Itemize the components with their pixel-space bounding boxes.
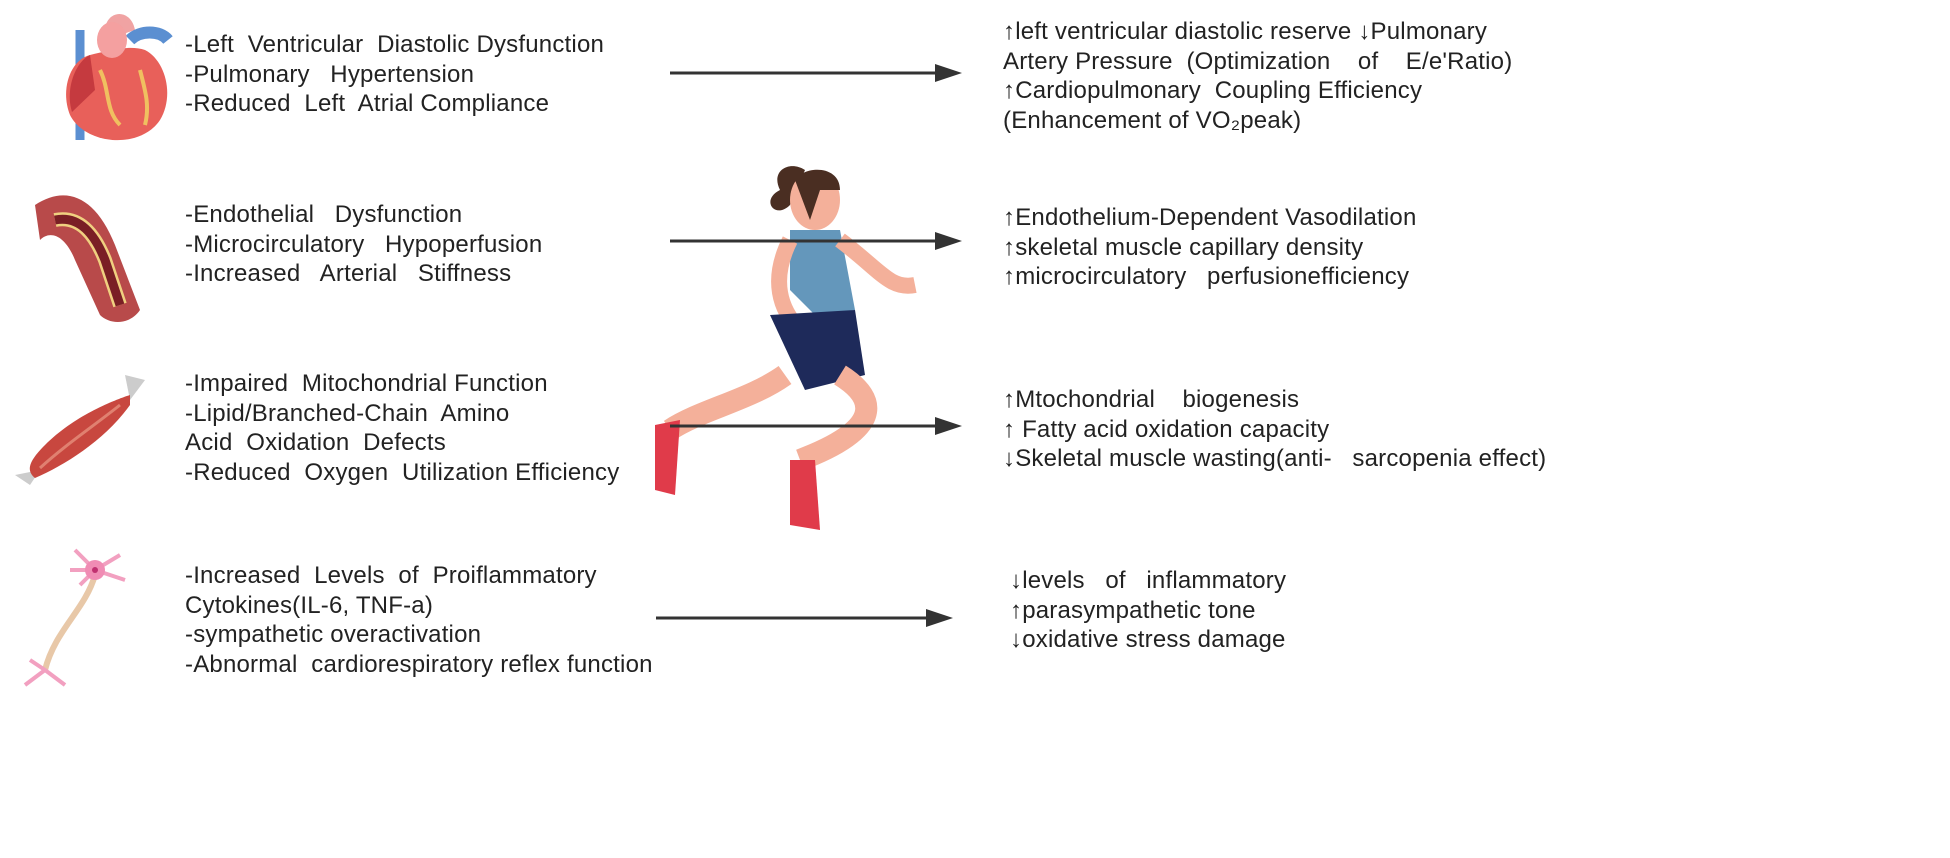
text-line: ↑microcirculatory perfusionefficiency: [1003, 263, 1410, 290]
effects-cardiac: ↑left ventricular diastolic reserve ↓Pul…: [1003, 17, 1512, 135]
effects-muscle: ↑Mtochondrial biogenesis↑ Fatty acid oxi…: [1003, 385, 1546, 474]
text-line: Cytokines(IL-6, TNF-a): [185, 591, 434, 619]
text-line: -Reduced Left Atrial Compliance: [185, 90, 550, 117]
effects-neural: ↓levels of inflammatory↑parasympathetic …: [1010, 566, 1286, 655]
text-line: ↑Cardiopulmonary Coupling Efficiency: [1003, 77, 1423, 104]
text-line: -Microcirculatory Hypoperfusion: [185, 230, 543, 258]
heart-icon: [66, 13, 173, 141]
problems-vascular: -Endothelial Dysfunction-Microcirculator…: [185, 200, 542, 289]
text-line: ↓levels of inflammatory: [1010, 567, 1287, 594]
arrow-row-2: [670, 232, 962, 250]
problems-cardiac: -Left Ventricular Diastolic Dysfunction-…: [185, 30, 604, 119]
text-line: -Abnormal cardiorespiratory reflex funct…: [185, 650, 653, 678]
text-line: Artery Pressure (Optimization of E/e'Rat…: [1003, 47, 1513, 75]
problems-muscle: -Impaired Mitochondrial Function-Lipid/B…: [185, 369, 619, 487]
text-line: -Pulmonary Hypertension: [185, 60, 475, 88]
text-line: ↑skeletal muscle capillary density: [1003, 233, 1364, 261]
text-line: -Lipid/Branched-Chain Amino: [185, 399, 510, 427]
text-line: (Enhancement of VO₂peak): [1003, 106, 1302, 134]
text-line: ↓Skeletal muscle wasting(anti- sarcopeni…: [1003, 445, 1547, 472]
arrow-row-1: [670, 64, 962, 82]
text-line: ↑parasympathetic tone: [1010, 596, 1256, 624]
effects-vascular: ↑Endothelium-Dependent Vasodilation↑skel…: [1003, 203, 1417, 292]
text-line: Acid Oxidation Defects: [185, 429, 446, 456]
arrow-row-4: [656, 609, 953, 627]
text-line: ↑Mtochondrial biogenesis: [1003, 386, 1300, 413]
text-line: ↑left ventricular diastolic reserve ↓Pul…: [1003, 18, 1488, 45]
text-line: -Left Ventricular Diastolic Dysfunction: [185, 31, 605, 58]
text-line: -Reduced Oxygen Utilization Efficiency: [185, 458, 620, 486]
text-line: -Impaired Mitochondrial Function: [185, 370, 548, 397]
text-line: -sympathetic overactivation: [185, 621, 482, 648]
text-line: ↑ Fatty acid oxidation capacity: [1003, 415, 1330, 443]
arrow-row-3: [670, 417, 962, 435]
text-line: -Endothelial Dysfunction: [185, 201, 463, 228]
text-line: ↑Endothelium-Dependent Vasodilation: [1003, 204, 1417, 231]
blood-vessel-icon: [35, 195, 140, 322]
neuron-icon: [23, 548, 126, 687]
text-line: -Increased Levels of Proiflammatory: [185, 562, 597, 589]
running-woman-icon: [655, 166, 917, 530]
skeletal-muscle-icon: [15, 375, 145, 485]
text-line: -Increased Arterial Stiffness: [185, 260, 512, 287]
text-line: ↓oxidative stress damage: [1010, 626, 1286, 653]
